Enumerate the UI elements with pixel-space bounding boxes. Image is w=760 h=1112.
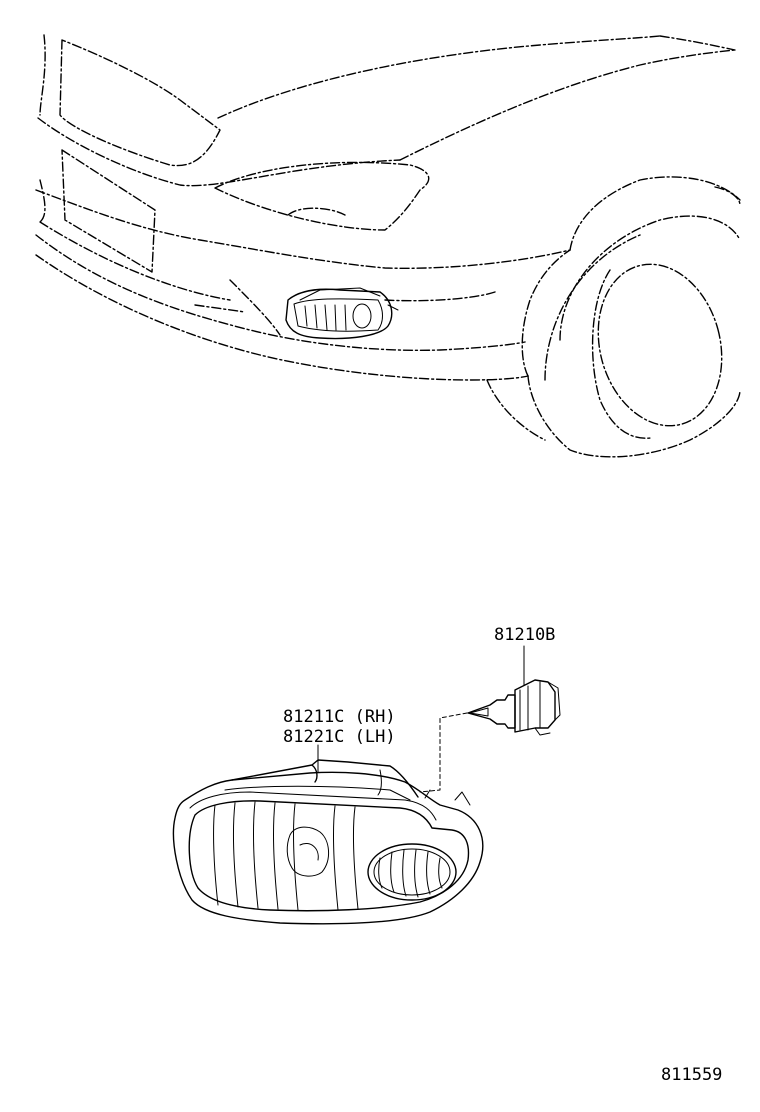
leader-lines bbox=[317, 645, 525, 793]
fog-lamp-part-label-lh: 81221C (LH) bbox=[283, 727, 396, 747]
fog-lamp-exploded bbox=[172, 759, 484, 925]
fog-lamp-installed bbox=[285, 287, 399, 340]
car-front-outline bbox=[35, 34, 741, 458]
fog-lamp-part-label-rh: 81211C (RH) bbox=[283, 707, 396, 727]
bulb-81210b bbox=[467, 679, 561, 736]
bulb-part-label: 81210B bbox=[494, 625, 556, 645]
illustration-number: 811559 bbox=[661, 1065, 723, 1085]
